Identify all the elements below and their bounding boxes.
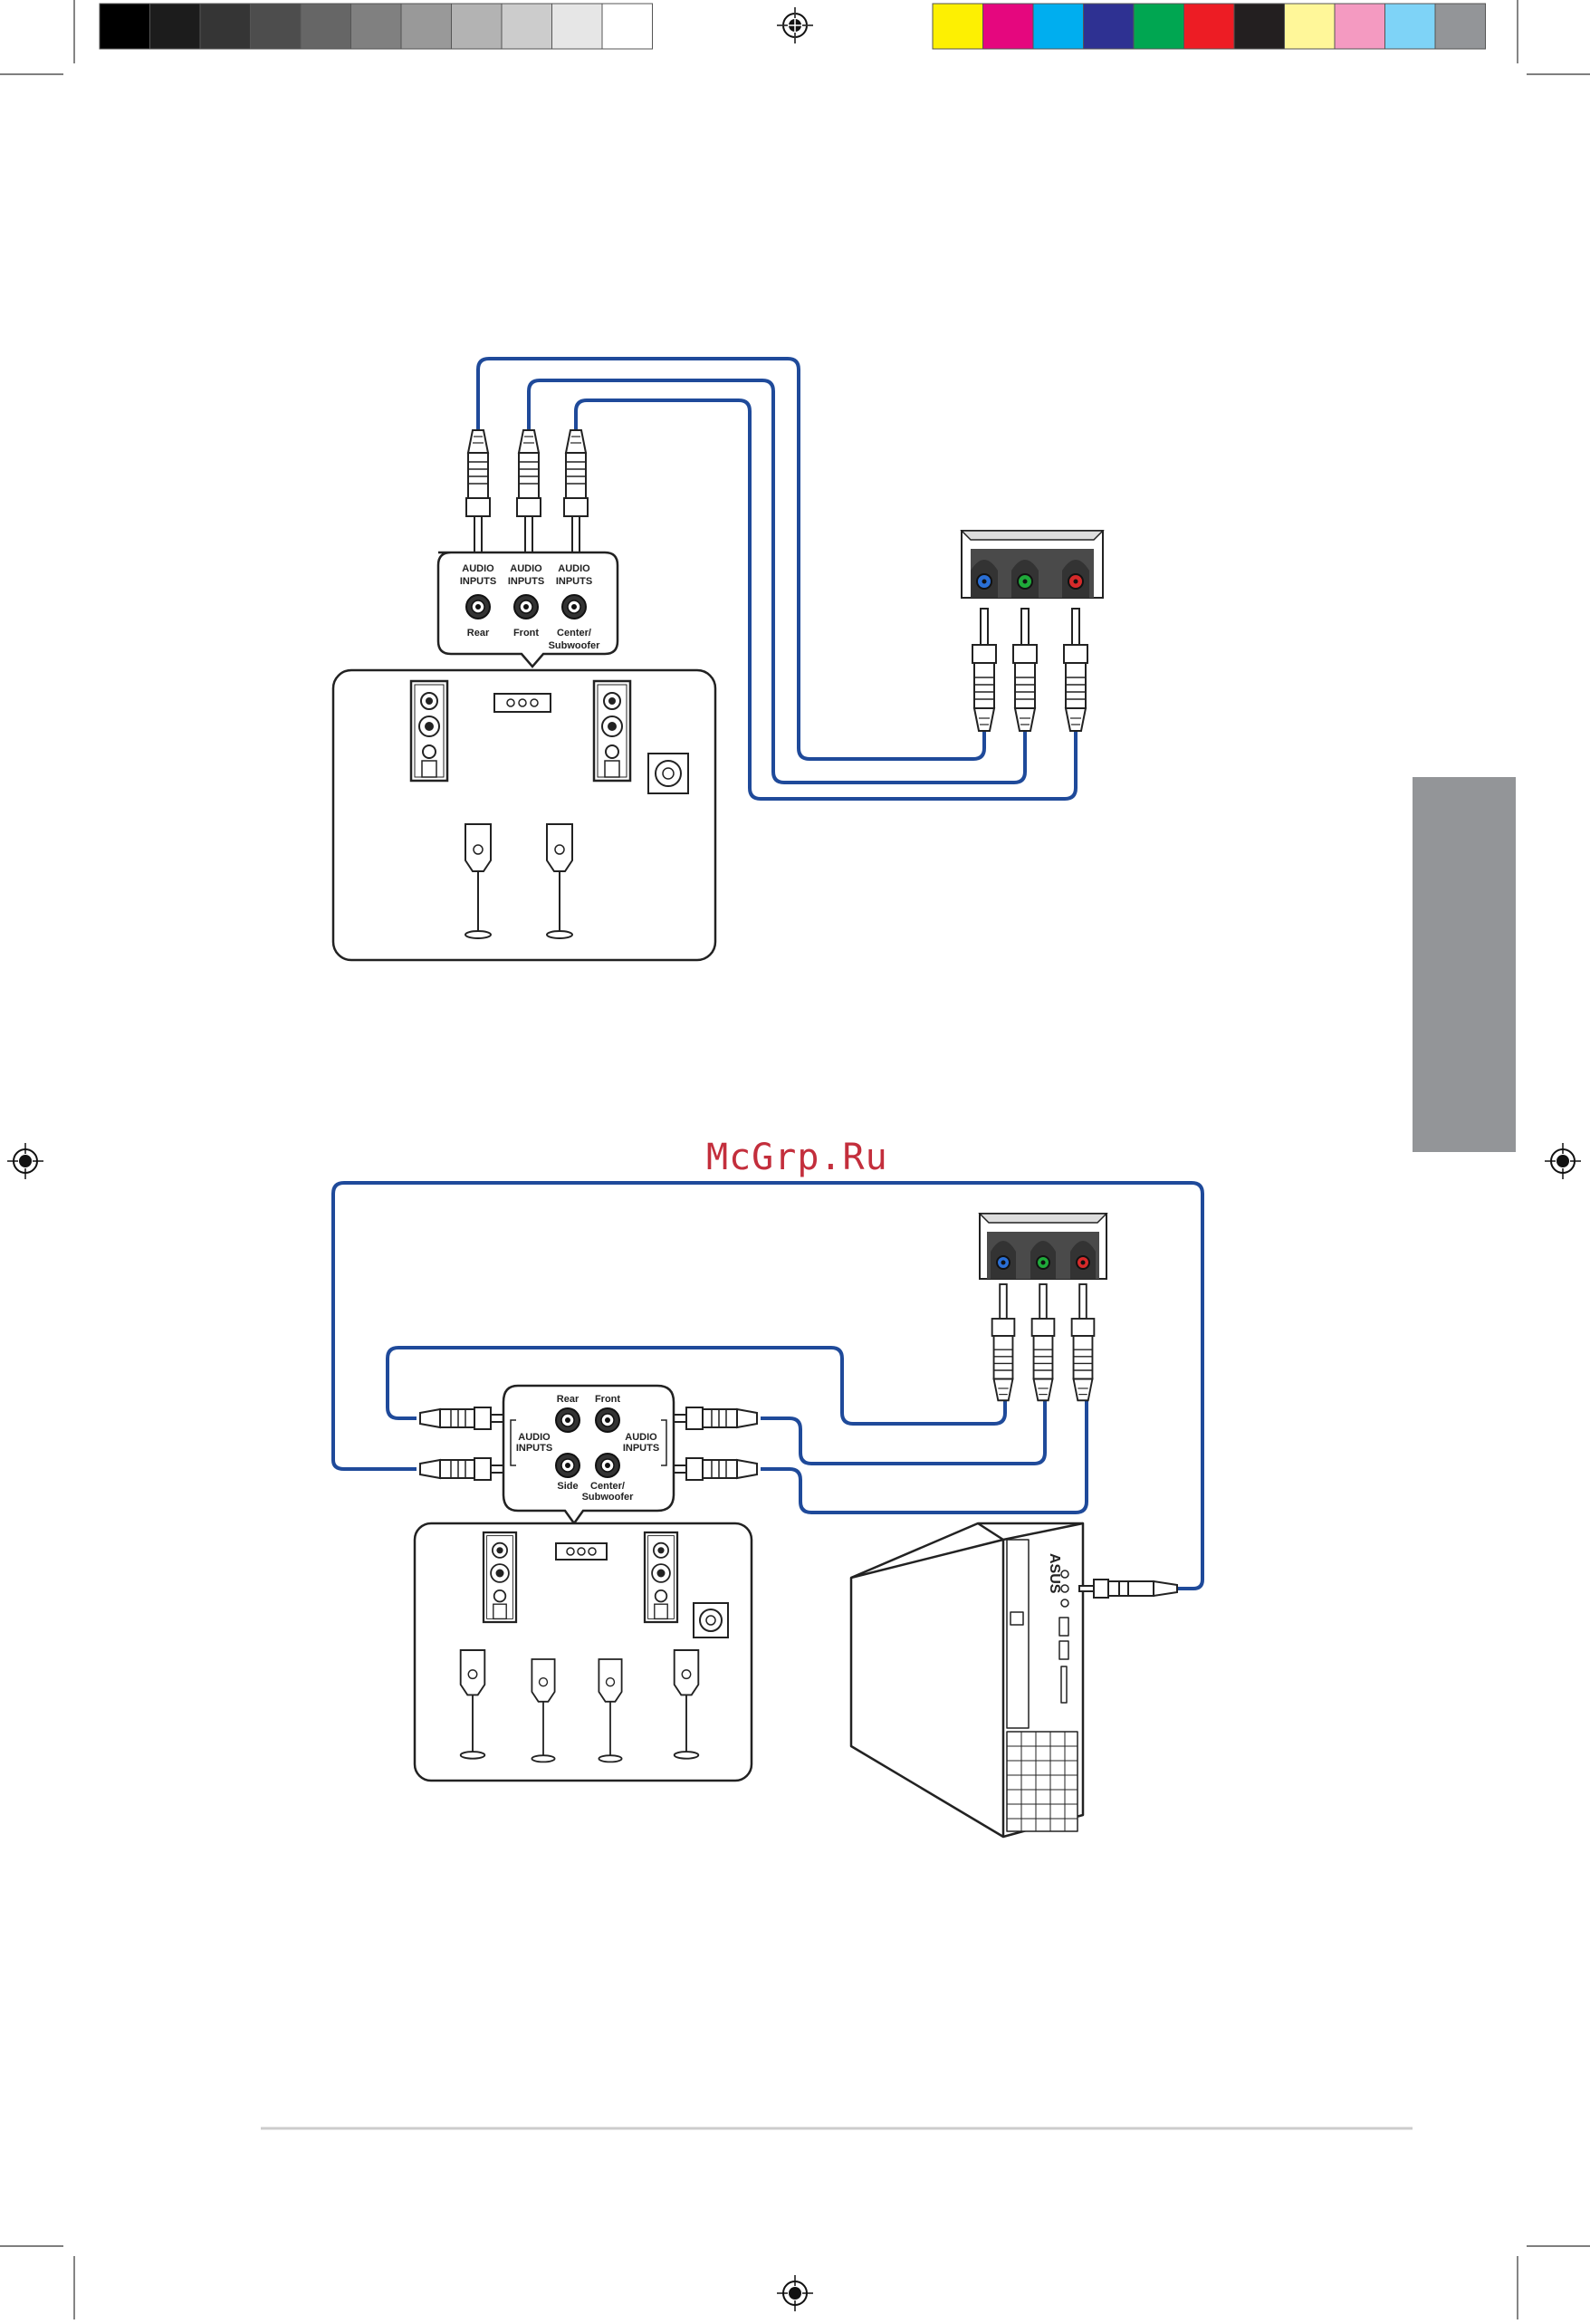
front-right-speaker-icon (645, 1532, 677, 1622)
subwoofer-icon (648, 754, 688, 793)
port-blue (991, 1241, 1016, 1279)
audio-inputs-label: AUDIO (558, 563, 590, 574)
calibration-swatch (200, 4, 251, 49)
color-calibration-strip (933, 4, 1486, 49)
speaker-system-box (333, 670, 715, 960)
audio-inputs-label: AUDIO (625, 1432, 657, 1443)
calibration-swatch (1435, 4, 1486, 49)
watermark-text: McGrp.Ru (706, 1137, 888, 1178)
calibration-swatch (502, 4, 552, 49)
audio-inputs-label: INPUTS (516, 1443, 552, 1454)
rca-plug (466, 430, 490, 552)
front-label: Front (513, 628, 539, 639)
audio-jack (514, 595, 538, 619)
audio-inputs-label: INPUTS (623, 1443, 659, 1454)
rca-plug (1032, 1284, 1055, 1400)
audio-jack (466, 595, 490, 619)
calibration-swatch (983, 4, 1034, 49)
port-green (1011, 560, 1039, 598)
front-right-speaker-icon (594, 681, 630, 781)
audio-inputs-label: AUDIO (510, 563, 542, 574)
calibration-swatch (301, 4, 351, 49)
port-blue (971, 560, 998, 598)
diagram-1-connection: AUDIO INPUTS AUDIO INPUTS AUDIO INPUTS R… (333, 359, 1103, 960)
rear-label: Rear (467, 628, 490, 639)
center-speaker-icon (556, 1543, 607, 1560)
rca-plug (674, 1407, 757, 1429)
rca-plug (564, 430, 588, 552)
port-red (1070, 1241, 1096, 1279)
front-label: Front (595, 1394, 620, 1405)
rca-plug (972, 609, 996, 731)
brand-logo-text: ASUS (1047, 1553, 1062, 1594)
calibration-swatch (1134, 4, 1184, 49)
rear-label: Rear (557, 1394, 579, 1405)
calibration-swatch (351, 4, 402, 49)
grayscale-calibration-strip (100, 4, 653, 49)
desktop-pc-icon: ASUS (851, 1523, 1083, 1837)
calibration-swatch (552, 4, 603, 49)
calibration-swatch (1234, 4, 1285, 49)
diagram-2-connection: Rear Front AUDIO INPUTS AUDIO INPUTS Sid… (333, 1183, 1202, 1837)
audio-jack (556, 1454, 579, 1477)
rca-plug (1013, 609, 1037, 731)
side-chapter-tab (1413, 777, 1516, 1152)
rca-plug (517, 430, 541, 552)
pc-audio-port-panel (980, 1214, 1106, 1279)
calibration-swatch (251, 4, 302, 49)
center-label: Center/ (590, 1481, 625, 1492)
port-red (1062, 560, 1089, 598)
calibration-swatch (100, 4, 150, 49)
calibration-swatch (1385, 4, 1436, 49)
subwoofer-label: Subwoofer (582, 1492, 635, 1503)
calibration-swatch (1335, 4, 1385, 49)
audio-jack (562, 595, 586, 619)
audio-inputs-label: INPUTS (508, 576, 544, 587)
subwoofer-icon (694, 1603, 728, 1637)
registration-mark-top (777, 7, 813, 43)
audio-plug-3.5mm (1079, 1580, 1177, 1598)
audio-port (1061, 1585, 1068, 1592)
rca-plug (992, 1284, 1015, 1400)
front-left-speaker-icon (411, 681, 447, 781)
pc-audio-port-panel (962, 531, 1103, 598)
side-label: Side (557, 1481, 578, 1492)
rca-plug (420, 1458, 503, 1480)
rca-plug (674, 1458, 757, 1480)
calibration-swatch (150, 4, 201, 49)
calibration-swatch (1084, 4, 1135, 49)
rca-plug (1072, 1284, 1095, 1400)
calibration-swatch (933, 4, 983, 49)
subwoofer-label: Subwoofer (549, 640, 601, 651)
center-speaker-icon (494, 694, 551, 712)
calibration-swatch (452, 4, 503, 49)
speaker-input-callout (503, 1386, 674, 1523)
calibration-swatch (401, 4, 452, 49)
registration-mark-bottom (777, 2275, 813, 2311)
calibration-swatch (1285, 4, 1336, 49)
registration-mark-left (7, 1143, 43, 1179)
registration-mark-right (1545, 1143, 1581, 1179)
audio-jack (596, 1454, 619, 1477)
rca-plug (420, 1407, 503, 1429)
calibration-swatch (1184, 4, 1235, 49)
calibration-swatch (602, 4, 653, 49)
port-green (1030, 1241, 1056, 1279)
audio-jack (596, 1408, 619, 1432)
audio-jack (556, 1408, 579, 1432)
center-label: Center/ (557, 628, 591, 639)
audio-inputs-label: INPUTS (460, 576, 496, 587)
front-left-speaker-icon (484, 1532, 516, 1622)
audio-inputs-label: AUDIO (518, 1432, 551, 1443)
rca-plug (1064, 609, 1087, 731)
calibration-swatch (1033, 4, 1084, 49)
audio-inputs-label: AUDIO (462, 563, 494, 574)
audio-inputs-label: INPUTS (556, 576, 592, 587)
